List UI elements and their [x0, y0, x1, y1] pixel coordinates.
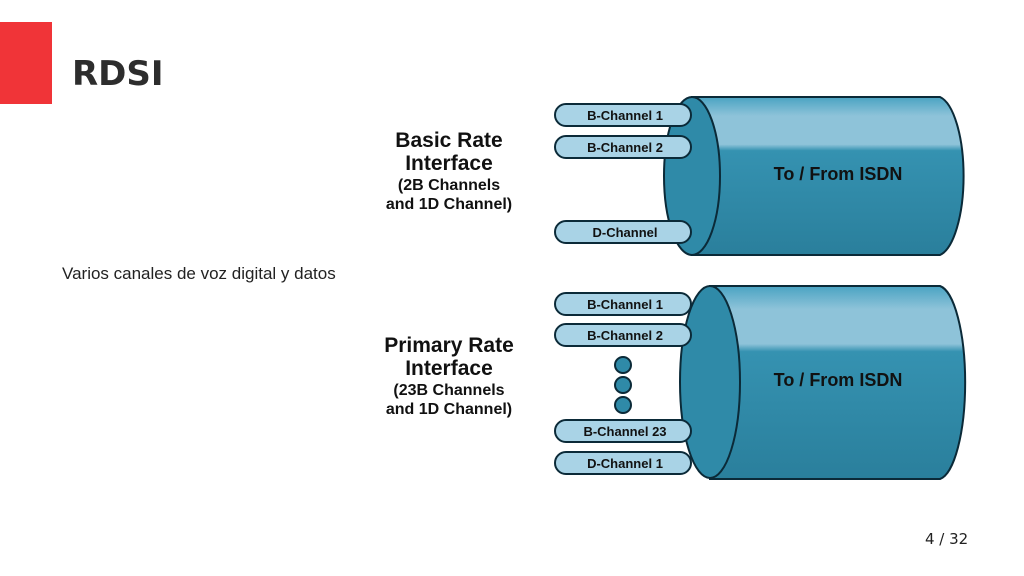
- bri-detail-line1: (2B Channels: [398, 177, 500, 194]
- bri-heading-line2: Interface: [405, 152, 493, 175]
- title-accent-bar: [0, 22, 52, 104]
- pri-channel: B-Channel 2: [554, 323, 692, 347]
- pri-cable: To / From ISDN: [679, 285, 967, 480]
- pri-channel: B-Channel 1: [554, 292, 692, 316]
- pri-heading-line2: Interface: [405, 357, 493, 380]
- pri-channel-label: B-Channel 2: [587, 328, 663, 343]
- pri-cable-label: To / From ISDN: [774, 370, 903, 390]
- bri-heading: Basic Rate Interface (2B Channels and 1D…: [386, 129, 512, 213]
- bri-channel: B-Channel 2: [554, 135, 692, 159]
- ellipsis-dots: [614, 356, 632, 414]
- pri-detail-line2: and 1D Channel): [386, 401, 512, 418]
- pri-channel: B-Channel 23: [554, 419, 692, 443]
- bri-channel: B-Channel 1: [554, 103, 692, 127]
- bri-channel: D-Channel: [554, 220, 692, 244]
- page-title: RDSI: [72, 54, 164, 94]
- bri-detail-line2: and 1D Channel): [386, 196, 512, 213]
- page-number: 4 / 32: [925, 530, 969, 548]
- body-text: Varios canales de voz digital y datos: [62, 264, 336, 283]
- pri-detail-line1: (23B Channels: [393, 382, 504, 399]
- pri-channel: D-Channel 1: [554, 451, 692, 475]
- pri-channel-label: B-Channel 23: [583, 424, 666, 439]
- bri-channel-label: B-Channel 1: [587, 108, 663, 123]
- pri-channel-label: B-Channel 1: [587, 297, 663, 312]
- bri-channel-label: D-Channel: [593, 225, 658, 240]
- bri-channel-label: B-Channel 2: [587, 140, 663, 155]
- pri-heading-line1: Primary Rate: [384, 334, 514, 357]
- bri-cable: To / From ISDN: [663, 96, 965, 256]
- pri-heading: Primary Rate Interface (23B Channels and…: [384, 334, 514, 418]
- bri-heading-line1: Basic Rate: [395, 129, 502, 152]
- pri-channel-label: D-Channel 1: [587, 456, 663, 471]
- bri-cable-label: To / From ISDN: [774, 164, 903, 184]
